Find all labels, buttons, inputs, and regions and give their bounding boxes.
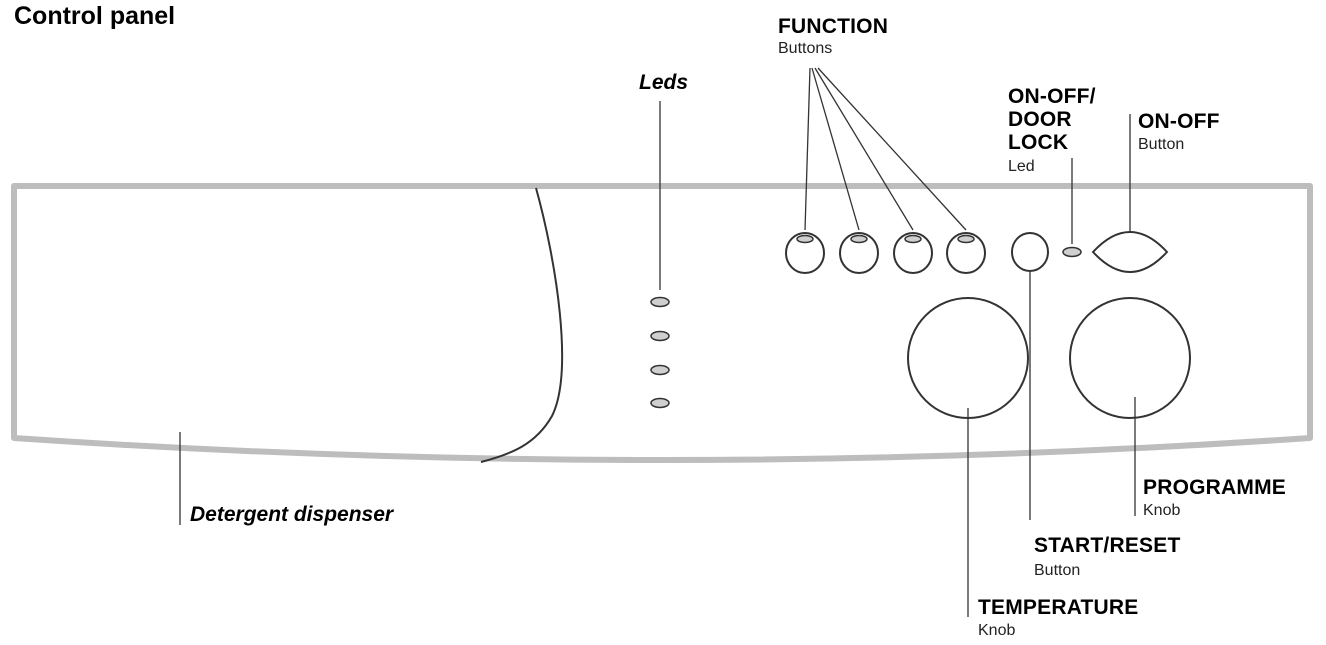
door-lock-led	[1062, 246, 1082, 258]
start-reset-title: START/RESET	[1034, 534, 1181, 557]
led-3	[650, 364, 670, 376]
function-button-3[interactable]	[893, 232, 933, 274]
panel-outline	[11, 183, 1313, 463]
function-leader-4	[817, 67, 967, 231]
led-indicators	[650, 296, 670, 409]
door-lock-title-line3: LOCK	[1008, 131, 1069, 154]
function-title: FUNCTION	[778, 15, 889, 38]
on-off-button[interactable]	[1091, 231, 1169, 273]
door-lock-title-line1: ON-OFF/	[1008, 85, 1096, 108]
door-lock-title-line2: DOOR	[1008, 108, 1072, 131]
programme-knob[interactable]	[1069, 297, 1191, 419]
leds-label: Leds	[639, 71, 689, 94]
programme-title: PROGRAMME	[1143, 476, 1286, 499]
door-lock-subtitle: Led	[1008, 158, 1035, 175]
function-buttons	[785, 232, 986, 274]
function-button-2[interactable]	[839, 232, 879, 274]
function-leader-2	[811, 67, 860, 231]
temperature-knob[interactable]	[907, 297, 1029, 419]
led-4	[650, 397, 670, 409]
programme-subtitle: Knob	[1143, 502, 1181, 519]
on-off-subtitle: Button	[1138, 136, 1185, 153]
detergent-label: Detergent dispenser	[190, 503, 394, 526]
page-title: Control panel	[14, 2, 176, 30]
led-2	[650, 330, 670, 342]
function-button-1[interactable]	[785, 232, 825, 274]
start-reset-button[interactable]	[1011, 232, 1049, 272]
detergent-drawer-edge	[480, 187, 564, 463]
temperature-title: TEMPERATURE	[978, 596, 1139, 619]
on-off-title: ON-OFF	[1138, 110, 1220, 133]
temperature-subtitle: Knob	[978, 622, 1016, 639]
leader-lines	[179, 67, 1136, 617]
function-leader-1	[804, 67, 811, 231]
start-reset-subtitle: Button	[1034, 562, 1081, 579]
function-subtitle: Buttons	[778, 40, 833, 57]
function-button-4[interactable]	[946, 232, 986, 274]
function-leader-3	[814, 67, 914, 231]
led-1	[650, 296, 670, 308]
